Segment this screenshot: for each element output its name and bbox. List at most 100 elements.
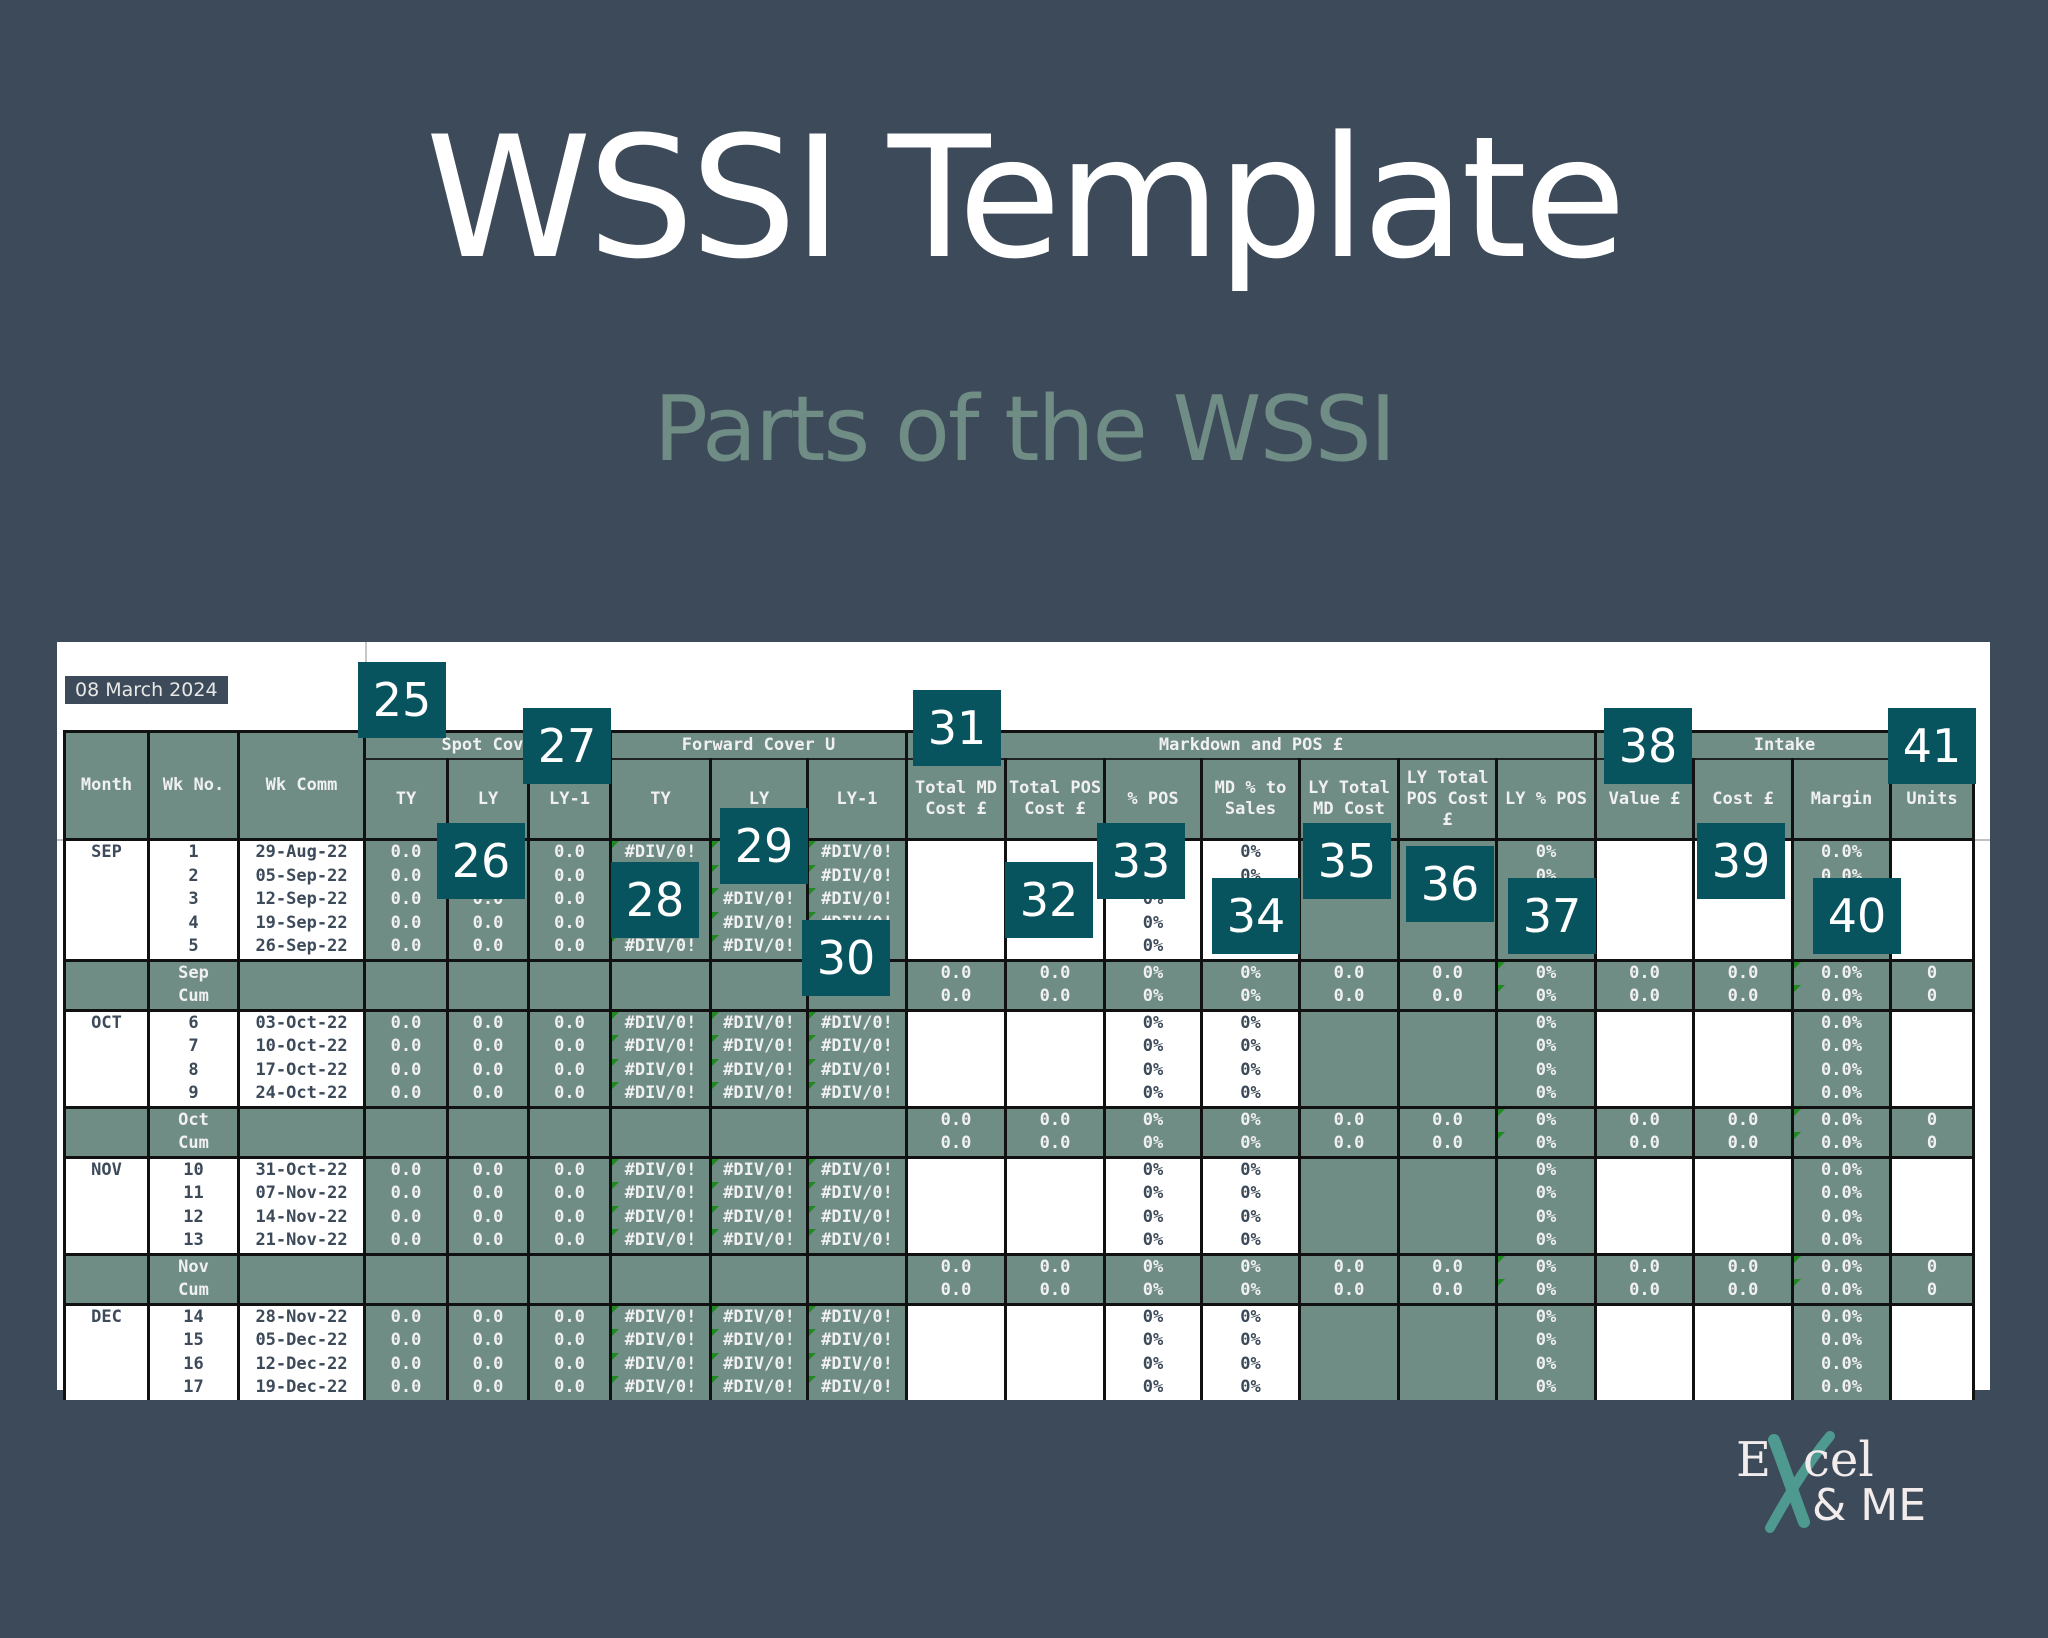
cum-spot-ly[interactable]: [446, 958, 530, 1012]
cell-value[interactable]: [1894, 1376, 1971, 1400]
cell-value[interactable]: [910, 841, 1003, 865]
cell-value[interactable]: #DIV/0!: [613, 1205, 708, 1230]
cell-value[interactable]: 0.0: [554, 1330, 585, 1350]
cell-value[interactable]: 0.0%: [1795, 1110, 1888, 1132]
cell-value[interactable]: [1402, 1012, 1494, 1036]
cell-value[interactable]: 0%: [1499, 1132, 1593, 1154]
wk-no-value[interactable]: 1: [188, 842, 199, 862]
cell-value[interactable]: [910, 865, 1003, 889]
cell-value[interactable]: 0.0: [1629, 1280, 1660, 1300]
cell-value[interactable]: #DIV/0!: [613, 841, 708, 865]
cell-value[interactable]: #DIV/0!: [613, 1082, 708, 1106]
cell-value[interactable]: [910, 1012, 1003, 1036]
cell-total-pos-cost[interactable]: [1004, 1157, 1106, 1254]
wk-no-value[interactable]: 12: [183, 1206, 204, 1227]
cell-value[interactable]: 0.0: [472, 1377, 504, 1397]
cell-value[interactable]: [1402, 1306, 1494, 1330]
cum-pct-pos[interactable]: 0%0%: [1103, 958, 1203, 1012]
cell-total-pos-cost[interactable]: [1004, 1010, 1106, 1107]
cum-intake-margin[interactable]: 0.0%0.0%: [1791, 1105, 1892, 1159]
cell-value[interactable]: 0.0: [554, 842, 585, 862]
cell-value[interactable]: 0.0%: [1821, 1012, 1862, 1033]
cell-intake-units[interactable]: [1889, 1304, 1975, 1400]
cell-value[interactable]: 0.0: [390, 1012, 422, 1033]
cell-value[interactable]: #DIV/0!: [613, 1035, 708, 1059]
cell-fwd-ty[interactable]: #DIV/0!#DIV/0!#DIV/0!#DIV/0!: [609, 1304, 712, 1400]
cell-value[interactable]: 0.0%: [1795, 1132, 1888, 1154]
cell-intake-value[interactable]: [1594, 1157, 1695, 1254]
cell-value[interactable]: [1599, 912, 1691, 936]
cell-value[interactable]: [1009, 1306, 1102, 1330]
cell-value[interactable]: 0%: [1240, 1133, 1261, 1153]
cell-wk-comm[interactable]: [237, 958, 366, 1012]
cell-value[interactable]: [1303, 1353, 1396, 1377]
cell-value[interactable]: #DIV/0!: [713, 1058, 805, 1083]
wk-no-value[interactable]: 14: [183, 1306, 204, 1327]
cell-value[interactable]: 0.0: [1039, 962, 1071, 983]
cell-value[interactable]: 0%: [1142, 1036, 1164, 1056]
cell-value[interactable]: 0.0: [472, 1230, 504, 1250]
wk-no-value[interactable]: 10: [183, 1159, 204, 1180]
cell-value[interactable]: 0.0: [1333, 1280, 1365, 1300]
cell-value[interactable]: 0%: [1142, 1083, 1164, 1103]
cell-value[interactable]: #DIV/0!: [810, 1035, 904, 1059]
cell-value[interactable]: 0.0: [390, 889, 422, 909]
cell-value[interactable]: 0.0: [1432, 1256, 1463, 1277]
cell-value[interactable]: 0.0: [390, 1377, 422, 1397]
cell-value[interactable]: 0.0: [1629, 986, 1660, 1006]
cell-pct-pos[interactable]: 0%0%0%0%: [1103, 1304, 1203, 1400]
cell-value[interactable]: 0.0: [1432, 986, 1463, 1006]
wk-comm-value[interactable]: 19-Sep-22: [255, 912, 348, 933]
cell-value[interactable]: 0%: [1240, 1059, 1261, 1080]
cell-value[interactable]: 0.0%: [1821, 1377, 1862, 1397]
cell-value[interactable]: #DIV/0!: [810, 1229, 904, 1253]
cell-value[interactable]: 0%: [1142, 1330, 1164, 1350]
cell-value[interactable]: 0: [1926, 1109, 1938, 1130]
cell-value[interactable]: 0.0: [472, 1159, 504, 1180]
cum-spot-ly1[interactable]: [527, 1105, 612, 1159]
cell-md-pct-sales[interactable]: 0%0%0%0%: [1200, 1010, 1301, 1107]
cell-value[interactable]: 0.0: [390, 936, 422, 956]
cell-value[interactable]: #DIV/0!: [810, 1011, 904, 1036]
cum-ly-pct-pos[interactable]: 0%0%: [1495, 1252, 1597, 1306]
col-header-total-md-cost[interactable]: Total MD Cost £: [905, 759, 1007, 841]
cell-value[interactable]: [1894, 1182, 1971, 1206]
cell-value[interactable]: 0%: [1142, 986, 1164, 1006]
cell-value[interactable]: #DIV/0!: [810, 1182, 904, 1206]
cell-value[interactable]: 0.0: [390, 1059, 422, 1080]
wk-no-value[interactable]: 11: [183, 1183, 204, 1203]
cell-month[interactable]: DEC: [63, 1304, 150, 1400]
cell-pct-pos[interactable]: 0%0%0%0%: [1103, 1157, 1203, 1254]
cell-value[interactable]: [910, 1353, 1003, 1377]
cell-value[interactable]: 0.0: [390, 1159, 422, 1180]
cell-value[interactable]: [910, 1206, 1003, 1230]
cell-value[interactable]: #DIV/0!: [810, 864, 904, 889]
cell-value[interactable]: [1697, 1376, 1790, 1400]
cell-value[interactable]: [1599, 841, 1691, 865]
cell-value[interactable]: #DIV/0!: [613, 1229, 708, 1253]
cell-value[interactable]: [1697, 1306, 1790, 1330]
cell-value[interactable]: #DIV/0!: [810, 1205, 904, 1230]
cell-value[interactable]: 0: [1926, 1256, 1938, 1277]
cell-ly-total-md-cost[interactable]: [1298, 1157, 1400, 1254]
cell-value[interactable]: 0.0: [1432, 962, 1463, 983]
cell-value[interactable]: [1009, 1082, 1102, 1106]
col-header-wk-comm[interactable]: Wk Comm: [237, 730, 366, 841]
cell-value[interactable]: [1599, 935, 1691, 959]
cell-value[interactable]: #DIV/0!: [713, 1352, 805, 1377]
cell-value[interactable]: 0%: [1535, 1306, 1557, 1327]
cell-value[interactable]: #DIV/0!: [713, 888, 805, 912]
col-header-wk-no[interactable]: Wk No.: [147, 730, 240, 841]
cell-value[interactable]: 0: [1926, 986, 1938, 1006]
